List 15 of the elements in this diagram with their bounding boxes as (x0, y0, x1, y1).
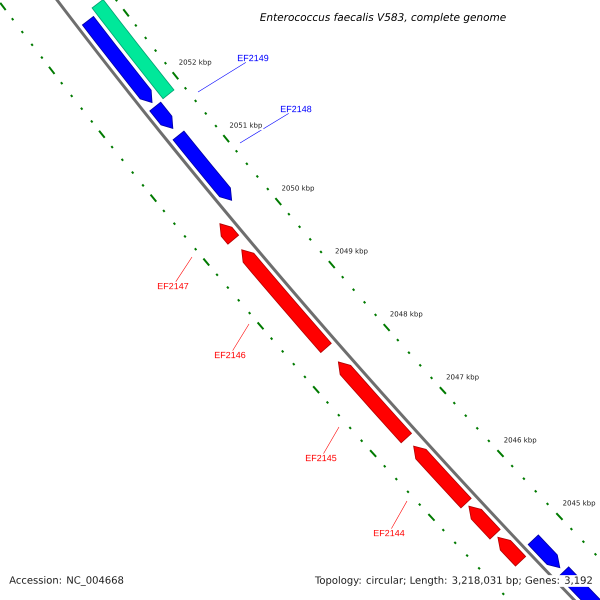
leader-line (232, 324, 250, 351)
gene-label: EF2147 (158, 282, 188, 290)
gene-label: EF2145 (306, 454, 336, 462)
info-text: Topology: circular; Length: 3,218,031 bp; Genes: 3,192 (314, 575, 594, 587)
gene-label: EF2149 (238, 54, 268, 62)
leader-line (176, 256, 192, 282)
leader-line (323, 426, 340, 454)
info-text: Accession: NC_004668 (8, 575, 125, 587)
leader-line (240, 113, 290, 144)
gene-label: EF2148 (280, 106, 312, 112)
title: Enterococcus faecalis V583, complete genome (260, 12, 506, 24)
leader-line (391, 500, 408, 529)
gene-label: EF2144 (374, 530, 404, 536)
gene-label: EF2146 (214, 352, 246, 358)
leader-line (198, 62, 246, 92)
